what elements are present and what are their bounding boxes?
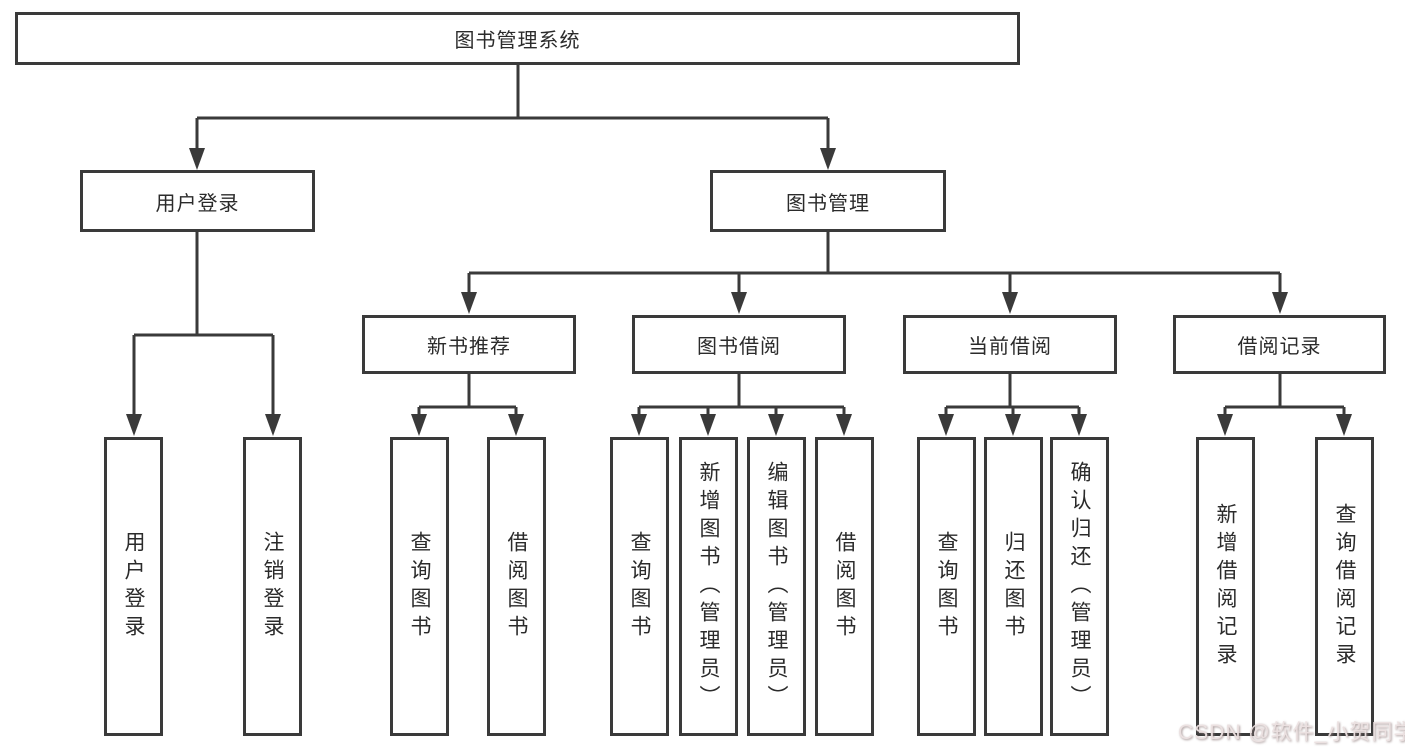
leaf-add-books-admin: 新增图书（管理员）	[679, 437, 738, 736]
leaf-edit-books-admin-label: 编辑图书（管理员）	[765, 460, 788, 713]
leaf-add-borrow-record: 新增借阅记录	[1196, 437, 1255, 736]
node-current-borrow: 当前借阅	[903, 315, 1117, 374]
leaf-user-login-label: 用户登录	[122, 530, 145, 643]
leaf-query-borrow-record: 查询借阅记录	[1315, 437, 1374, 736]
leaf-logout: 注销登录	[243, 437, 302, 736]
leaf-borrow-books: 借阅图书	[815, 437, 874, 736]
leaf-query-borrow-record-label: 查询借阅记录	[1333, 502, 1356, 671]
node-user-login-label: 用户登录	[155, 192, 240, 215]
node-system-root: 图书管理系统	[15, 12, 1020, 65]
leaf-query-books-recommend-label: 查询图书	[408, 530, 431, 643]
node-book-management: 图书管理	[710, 170, 946, 232]
leaf-query-books-current: 查询图书	[917, 437, 976, 736]
leaf-borrow-books-recommend: 借阅图书	[487, 437, 546, 736]
node-user-login: 用户登录	[80, 170, 315, 232]
leaf-query-books-current-label: 查询图书	[935, 530, 958, 643]
leaf-borrow-books-label: 借阅图书	[833, 530, 856, 643]
csdn-watermark: CSDN @软件_小贺同学	[1178, 721, 1405, 744]
leaf-query-books-borrow-label: 查询图书	[628, 530, 651, 643]
leaf-edit-books-admin: 编辑图书（管理员）	[747, 437, 806, 736]
node-new-book-recommend-label: 新书推荐	[427, 336, 511, 358]
node-book-borrow: 图书借阅	[632, 315, 846, 374]
node-borrow-records-label: 借阅记录	[1237, 336, 1322, 358]
node-new-book-recommend: 新书推荐	[362, 315, 576, 374]
leaf-return-books-label: 归还图书	[1002, 530, 1025, 643]
leaf-query-books-borrow: 查询图书	[610, 437, 669, 736]
leaf-return-books: 归还图书	[984, 437, 1043, 736]
leaf-confirm-return-admin-label: 确认归还（管理员）	[1068, 460, 1091, 713]
leaf-borrow-books-recommend-label: 借阅图书	[505, 530, 528, 643]
node-book-borrow-label: 图书借阅	[697, 336, 781, 358]
node-system-root-label: 图书管理系统	[454, 30, 581, 52]
node-current-borrow-label: 当前借阅	[968, 336, 1052, 358]
leaf-add-borrow-record-label: 新增借阅记录	[1214, 502, 1237, 671]
node-book-management-label: 图书管理	[786, 192, 870, 215]
node-borrow-records: 借阅记录	[1173, 315, 1386, 374]
leaf-add-books-admin-label: 新增图书（管理员）	[697, 460, 720, 713]
leaf-query-books-recommend: 查询图书	[390, 437, 449, 736]
leaf-confirm-return-admin: 确认归还（管理员）	[1050, 437, 1109, 736]
leaf-user-login: 用户登录	[104, 437, 163, 736]
leaf-logout-label: 注销登录	[261, 530, 284, 643]
